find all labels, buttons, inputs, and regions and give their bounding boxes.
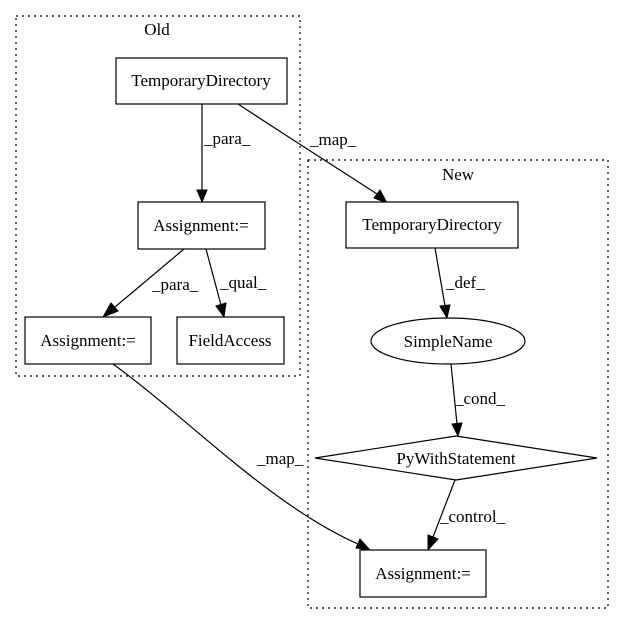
edge-arrowhead — [373, 189, 389, 204]
edge-arrowhead — [439, 304, 451, 320]
edge-assign1-to-fieldaccess: _qual_ — [205, 248, 267, 319]
edge-arrowhead — [355, 538, 372, 551]
node-label: Assignment:= — [153, 216, 249, 235]
node-label: TemporaryDirectory — [131, 71, 271, 90]
edge-label: _para_ — [151, 275, 199, 294]
edge-arrowhead — [427, 534, 439, 552]
cluster-new: New — [307, 159, 609, 609]
node-label: FieldAccess — [188, 331, 271, 350]
edge-line — [434, 247, 446, 307]
cluster-new-label: New — [442, 165, 475, 184]
node-new-simple-name: SimpleName — [370, 317, 526, 365]
node-old-field-access: FieldAccess — [176, 316, 285, 365]
edge-arrowhead — [451, 422, 463, 438]
edge-pywith-to-new-assign: _control_ — [427, 479, 506, 552]
edge-label: _cond_ — [454, 389, 506, 408]
edge-label: _map_ — [309, 130, 357, 149]
edge-label: _map_ — [256, 449, 304, 468]
edge-label: _control_ — [439, 507, 506, 526]
edge-line — [205, 248, 222, 306]
node-old-assignment-2: Assignment:= — [24, 316, 152, 365]
edge-label: _para_ — [203, 129, 251, 148]
node-old-assignment-1: Assignment:= — [137, 201, 266, 250]
edge-old-assign2-to-new-assign: _map_ — [112, 363, 372, 551]
cluster-new-border — [307, 159, 609, 609]
node-new-temporary-directory: TemporaryDirectory — [345, 201, 519, 249]
edge-simplename-to-pywith: _cond_ — [450, 363, 506, 438]
edge-label: _def_ — [445, 273, 485, 292]
edge-line — [112, 363, 359, 545]
node-label: Assignment:= — [375, 564, 471, 583]
edge-arrowhead — [101, 302, 119, 318]
node-old-temporary-directory: TemporaryDirectory — [115, 57, 288, 105]
node-label: TemporaryDirectory — [362, 215, 502, 234]
edge-line — [114, 248, 185, 308]
node-new-py-with-statement: PyWithStatement — [314, 435, 598, 481]
edge-label: _qual_ — [219, 273, 267, 292]
edge-line — [432, 479, 456, 538]
edge-old-tempdir-to-new-tempdir: _map_ — [237, 103, 389, 204]
cluster-old-label: Old — [144, 20, 170, 39]
edge-line — [237, 103, 378, 195]
edge-line — [450, 363, 458, 425]
node-new-assignment: Assignment:= — [359, 549, 487, 598]
cluster-old-border — [15, 15, 301, 377]
node-label: SimpleName — [404, 332, 493, 351]
edge-new-tempdir-to-simplename: _def_ — [434, 247, 485, 320]
edge-old-tempdir-to-assign1: _para_ — [196, 104, 251, 204]
edge-assign1-to-assign2: _para_ — [101, 248, 199, 318]
cluster-old: Old — [15, 15, 301, 377]
node-label: PyWithStatement — [396, 449, 516, 468]
node-label: Assignment:= — [40, 331, 136, 350]
edge-arrowhead — [215, 302, 227, 319]
edge-arrowhead — [196, 189, 208, 204]
